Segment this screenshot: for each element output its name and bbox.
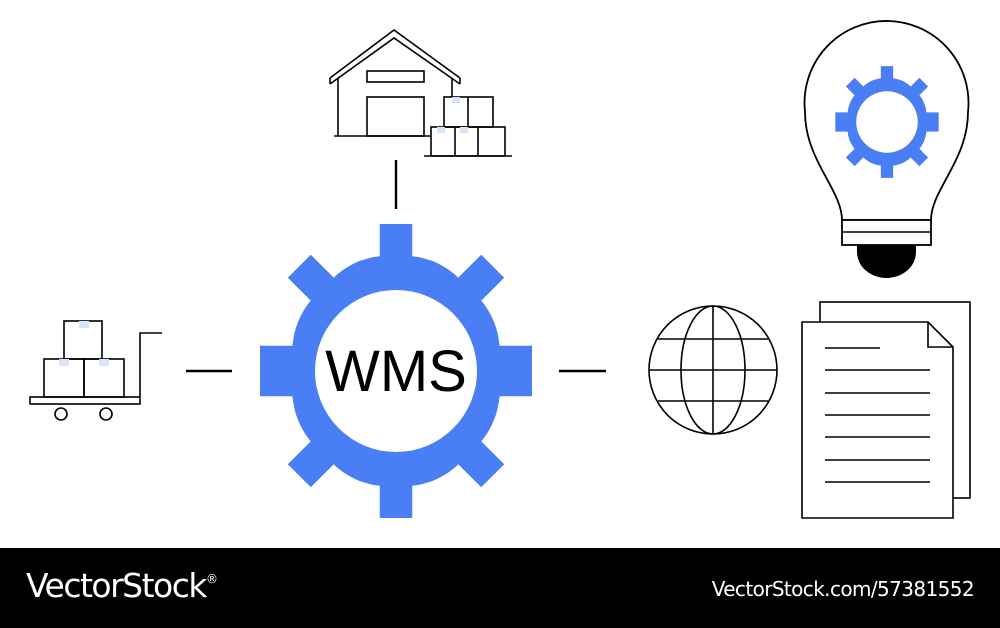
- image-id-text: VectorStock.com/57381552: [711, 577, 975, 601]
- lightbulb-gear-icon: [803, 20, 970, 279]
- warehouse-with-boxes-icon: [329, 29, 512, 157]
- brand-name: VectorStock: [26, 566, 208, 605]
- registered-mark: ®: [206, 572, 218, 586]
- wms-label: WMS: [325, 339, 467, 404]
- footer-bar: VectorStock® VectorStock.com/57381552: [0, 548, 1000, 628]
- wms-gear-icon: WMS: [260, 224, 532, 518]
- wms-diagram: WMS: [29, 20, 971, 519]
- globe-icon: [648, 305, 778, 435]
- vectorstock-logo: VectorStock®: [26, 566, 218, 605]
- documents-icon: [801, 301, 971, 519]
- hand-truck-boxes-icon: [29, 320, 162, 421]
